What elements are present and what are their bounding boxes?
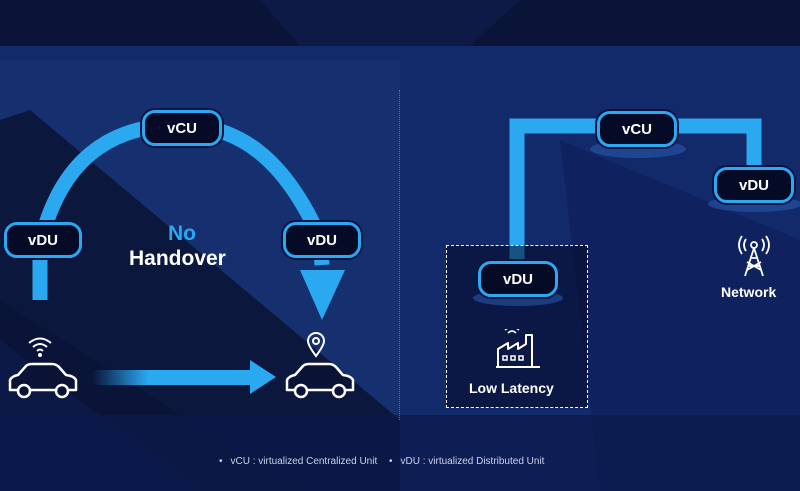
car-icon-left: [8, 362, 78, 399]
vcu-node-right-label: vCU: [621, 120, 652, 138]
legend-vdu-text: vDU : virtualized Distributed Unit: [400, 456, 545, 467]
vcu-node-left: vCU: [142, 110, 222, 146]
legend-vcu: • vCU : virtualized Centralized Unit: [219, 456, 377, 467]
legend-vcu-text: vCU : virtualized Centralized Unit: [230, 456, 378, 467]
cell-tower-icon: [738, 235, 770, 277]
vdu-node-network: vDU: [714, 167, 794, 203]
legend-vdu: • vDU : virtualized Distributed Unit: [389, 456, 544, 467]
factory-icon: [496, 329, 540, 368]
vdu-node-latency-label: vDU: [502, 270, 533, 288]
car-arrow-body: [92, 370, 252, 385]
panel-divider: [399, 90, 400, 420]
vdu-node-left: vDU: [4, 222, 82, 258]
handover-text: Handover: [129, 247, 226, 270]
vcu-node-right: vCU: [597, 111, 677, 147]
vdu-node-network-label: vDU: [738, 176, 769, 194]
vdu-node-right: vDU: [283, 222, 361, 258]
vdu-node-latency: vDU: [478, 261, 558, 297]
vcu-node-left-label: vCU: [166, 119, 197, 137]
legend-vdu-bullet: •: [389, 456, 393, 467]
left-arc-arrowhead: [300, 270, 345, 320]
legend-vcu-bullet: •: [219, 456, 223, 467]
vdu-node-right-label: vDU: [306, 231, 337, 249]
vdu-node-left-label: vDU: [27, 231, 58, 249]
wifi-icon: [28, 337, 52, 357]
no-text: No: [168, 222, 196, 245]
car-arrow-head: [250, 360, 276, 394]
low-latency-label: Low Latency: [469, 380, 554, 396]
car-icon-right: [285, 362, 355, 399]
location-pin-icon: [306, 332, 326, 358]
network-label: Network: [721, 284, 777, 300]
